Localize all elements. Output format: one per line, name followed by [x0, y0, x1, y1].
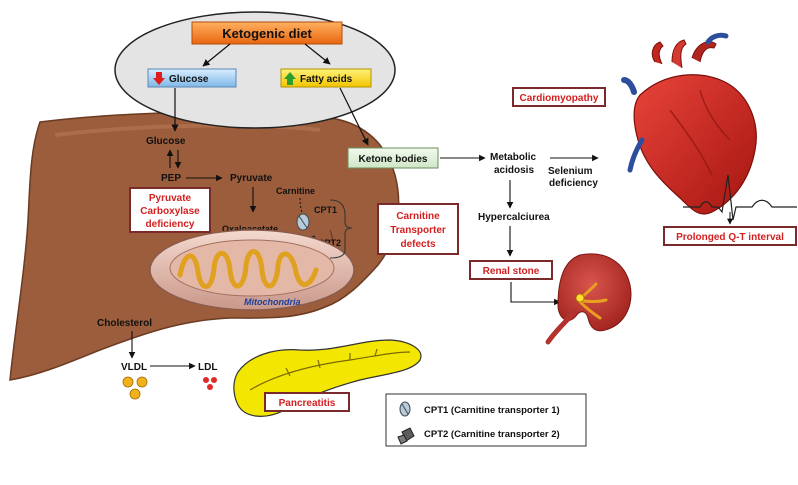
cpt1-label: CPT1 — [314, 205, 337, 215]
oxaloacetate-label: Oxaloacetate — [222, 224, 278, 234]
mitochondria-cristae — [177, 249, 319, 289]
ldl-label: LDL — [198, 362, 217, 373]
legend-cpt2-icon — [397, 427, 415, 445]
ecg-trace — [683, 174, 797, 221]
heart-illustration — [621, 32, 757, 215]
liver-glucose: Glucose — [146, 136, 186, 147]
carnitine-transporter-line1: Carnitine — [396, 211, 440, 222]
carnitine-transporter-line3: defects — [400, 239, 435, 250]
carnitine-label: Carnitine — [276, 186, 315, 196]
kidney-illustration — [545, 253, 632, 345]
fatty-acids-label: Fatty acids — [300, 74, 353, 85]
cpt2-label: CPT2 — [318, 238, 341, 248]
legend-cpt2-label: CPT2 (Carnitine transporter 2) — [424, 429, 560, 440]
cholesterol-label: Cholesterol — [97, 318, 152, 329]
mitochondria-inner — [169, 239, 335, 297]
carnitine-transporter-box — [377, 203, 459, 255]
cpt-bracket — [329, 199, 353, 259]
prolonged-qt-label: Prolonged Q-T interval — [676, 232, 784, 243]
ldl-particles — [203, 377, 217, 390]
ketogenic-diet-label: Ketogenic diet — [222, 26, 312, 41]
deficiency-label: deficiency — [549, 178, 598, 189]
liver-highlight — [54, 123, 321, 137]
legend-cpt1-label: CPT1 (Carnitine transporter 1) — [424, 405, 560, 416]
mitochondria-label: Mitochondria — [244, 297, 301, 307]
pyruvate-label: Pyruvate — [230, 173, 273, 184]
pyruvate-carboxylase-line1: Pyruvate — [149, 193, 192, 204]
legend-cpt1-icon — [399, 401, 411, 417]
pep-label: PEP — [161, 173, 181, 184]
selenium-label: Selenium — [548, 166, 593, 177]
metabolic-label: Metabolic — [490, 152, 537, 163]
pancreatitis-label: Pancreatitis — [279, 398, 336, 409]
pyruvate-carboxylase-line2: Carboxylase — [140, 206, 200, 217]
legend-box — [385, 393, 587, 447]
cardiomyopathy-box — [512, 87, 606, 107]
carnitine-transporter-line2: Transporter — [390, 225, 446, 236]
arrow-stone-kidney — [510, 282, 561, 306]
ketone-bodies-label: Ketone bodies — [359, 154, 428, 165]
glucose-box — [147, 68, 237, 88]
glucose-box-label: Glucose — [169, 74, 209, 85]
hypercalciurea-label: Hypercalciurea — [478, 212, 550, 223]
pancreatic-duct — [249, 348, 411, 391]
arrow-diet-glucose — [202, 43, 231, 67]
arrow-fatty-ketone — [339, 87, 369, 146]
arrow-diet-fatty — [304, 43, 331, 65]
cpt1-icon — [296, 213, 310, 231]
kidney-stone-icon — [575, 293, 585, 303]
pyruvate-carboxylase-box — [129, 187, 211, 233]
fatty-acids-box — [280, 68, 372, 88]
cardiomyopathy-label: Cardiomyopathy — [520, 93, 599, 104]
pancreatitis-box — [264, 392, 350, 412]
renal-stone-box — [469, 260, 553, 280]
vldl-label: VLDL — [121, 362, 147, 373]
ketogenic-diet-box — [191, 21, 343, 45]
acidosis-label: acidosis — [494, 165, 534, 176]
down-arrow-icon — [153, 72, 165, 85]
renal-stone-label: Renal stone — [483, 266, 540, 277]
pyruvate-carboxylase-line3: deficiency — [146, 219, 195, 230]
up-arrow-icon — [284, 72, 296, 85]
vldl-particles — [122, 376, 148, 400]
ketone-bodies-box — [347, 147, 439, 169]
prolonged-qt-box — [663, 226, 797, 246]
